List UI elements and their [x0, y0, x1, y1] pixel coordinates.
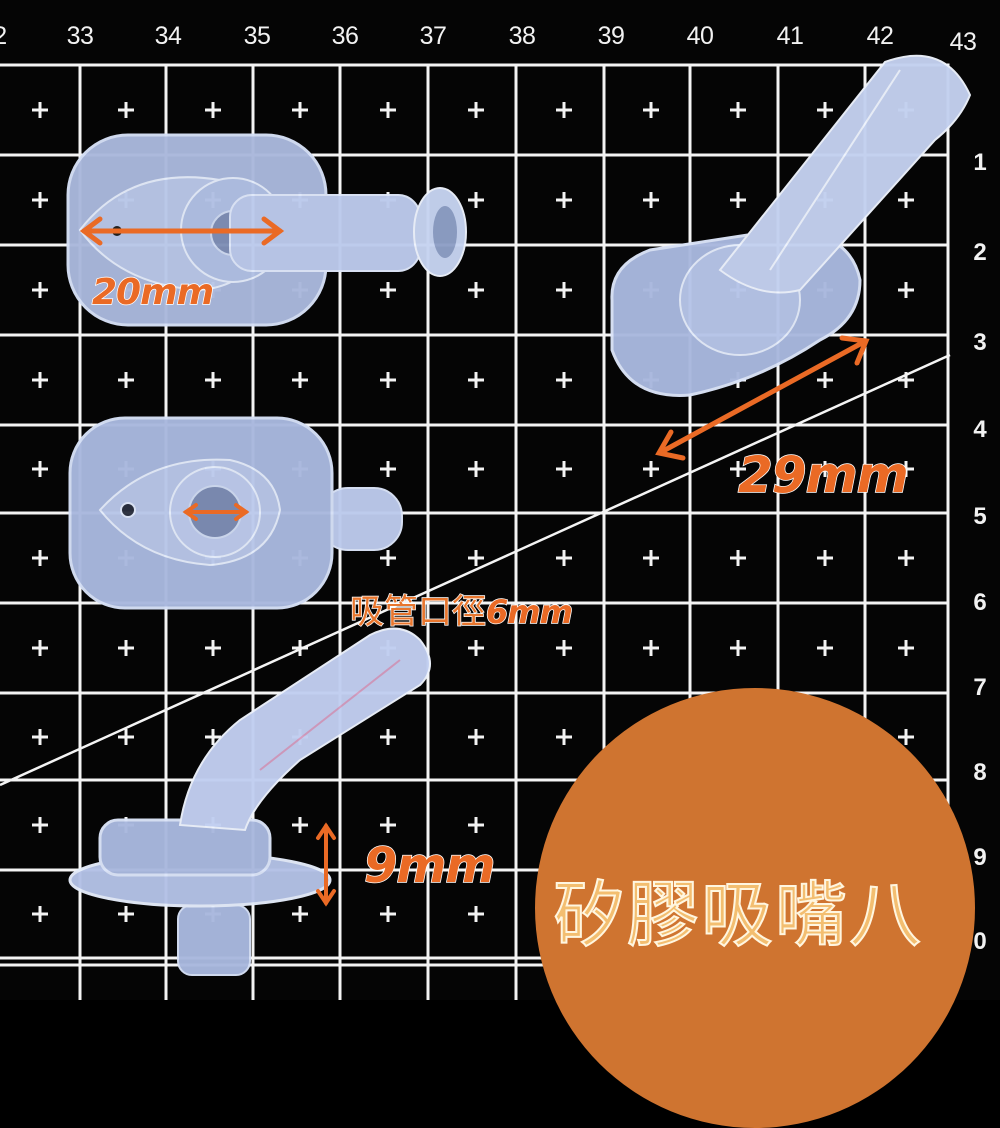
- ruler-label: 7: [973, 674, 987, 701]
- ruler-label: 8: [973, 759, 987, 786]
- measure-arrow-9mm: [316, 822, 336, 907]
- ruler-label: 4: [973, 416, 987, 443]
- straw-diameter-label: 吸管口徑6mm: [349, 584, 573, 633]
- ruler-label: 5: [973, 503, 987, 530]
- ruler-label: 39: [597, 22, 625, 50]
- ruler-label: 0: [973, 928, 987, 955]
- ruler-label: 35: [243, 22, 271, 50]
- ruler-label: 36: [331, 22, 359, 50]
- ruler-label: 2: [973, 239, 987, 266]
- ruler-label: 33: [66, 22, 94, 50]
- diagonal-guide-line: [0, 353, 951, 787]
- ruler-label: 9: [973, 844, 987, 871]
- ruler-label: 1: [973, 149, 987, 176]
- ruler-label: 43: [949, 28, 977, 56]
- ruler-label: 34: [154, 22, 182, 50]
- straw-diameter-prefix: 吸管口徑: [349, 591, 487, 633]
- measure-arrow-6mm: [182, 503, 250, 521]
- ruler-label: 3: [973, 329, 987, 356]
- ruler-label: 40: [686, 22, 714, 50]
- measure-arrow-20mm: [79, 216, 285, 246]
- measure-label-20mm: 20mm: [91, 271, 215, 314]
- ruler-label: 2: [0, 22, 7, 51]
- measure-label-9mm: 9mm: [363, 837, 496, 895]
- measure-arrow-29mm: [655, 335, 870, 461]
- ruler-label: 42: [866, 22, 894, 50]
- straw-diameter-value: 6mm: [485, 592, 573, 632]
- measure-label-29mm: 29mm: [737, 445, 909, 505]
- ruler-label: 6: [973, 589, 987, 616]
- ruler-right: 1 2 3 4 5 6 7 8 9 0: [960, 0, 1000, 1000]
- product-title: 矽膠吸嘴八: [552, 872, 924, 958]
- ruler-label: 38: [508, 22, 536, 50]
- mouthpiece-angled-view: [610, 54, 972, 397]
- ruler-top: 2 33 34 35 36 37 38 39 40 41 42 43: [0, 22, 1000, 58]
- ruler-label: 41: [776, 22, 804, 50]
- ruler-label: 37: [419, 22, 447, 50]
- mouthpiece-side-view: [68, 627, 431, 976]
- cutting-mat-grid: [0, 54, 972, 1000]
